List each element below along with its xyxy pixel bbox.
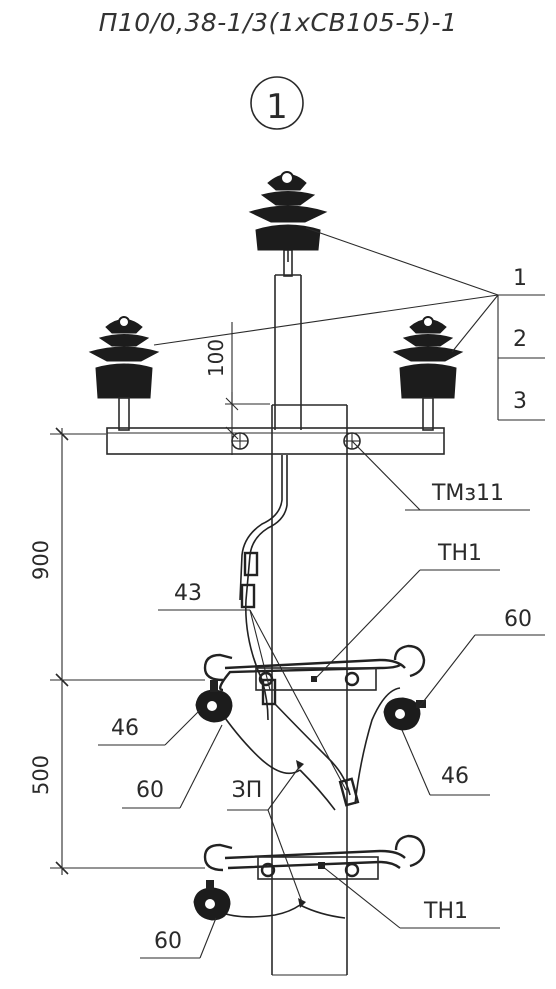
label-anchor-left: 46 [111, 716, 139, 741]
insulator-right [392, 316, 464, 431]
upper-clamp [203, 644, 426, 692]
dimension-500-label: 500 [29, 755, 53, 795]
label-hook-left: 60 [136, 778, 164, 803]
callout-3: 3 [513, 389, 527, 414]
anchor-clamp-bottom [193, 880, 231, 921]
top-mast [274, 249, 302, 430]
label-clamp-lower: ТН1 [423, 899, 468, 924]
drawing-title: П10/0,38-1/3(1хСВ105-5)-1 [98, 8, 458, 37]
dimension-100-label: 100 [204, 339, 228, 377]
crossarm [106, 427, 445, 455]
leaders: ТМз11 ТН1 43 60 46 60 ЗП 46 ТН1 60 [98, 440, 545, 959]
callout-2: 2 [513, 327, 527, 352]
anchor-clamp-right [383, 697, 426, 731]
position-marker: 1 [250, 76, 304, 130]
insulator-top [248, 171, 328, 262]
lower-clamp [203, 834, 426, 880]
label-crossarm: ТМз11 [431, 481, 504, 506]
callout-1: 1 [513, 266, 527, 291]
ground-markers [296, 760, 306, 908]
label-hook-bottom: 60 [154, 929, 182, 954]
down-wires [217, 455, 401, 919]
position-number: 1 [266, 87, 288, 127]
label-anchor-right: 46 [441, 764, 469, 789]
insulator-left [88, 316, 160, 431]
label-ground: ЗП [232, 778, 263, 803]
label-hook-right: 60 [504, 607, 532, 632]
anchor-clamp-left [195, 680, 233, 723]
dimension-vertical: 900 500 [29, 427, 205, 875]
dimension-900-label: 900 [29, 540, 53, 580]
label-clamp-upper: ТН1 [437, 541, 482, 566]
label-ties: 43 [174, 581, 202, 606]
callout-table: 1 2 3 [153, 227, 545, 421]
dimension-100: 100 [204, 322, 270, 455]
